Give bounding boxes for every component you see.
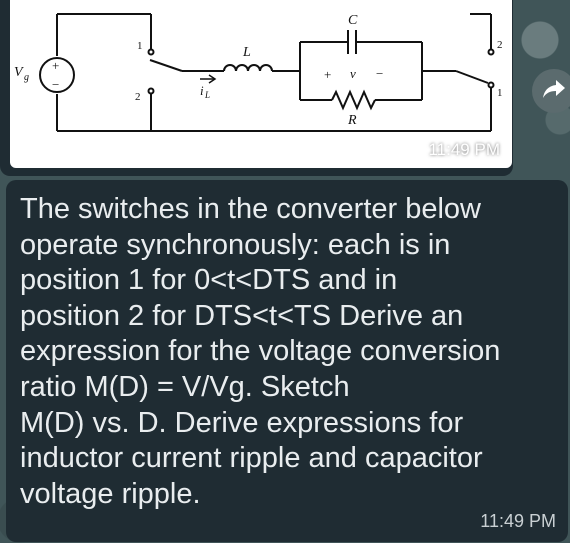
source-minus-label: − [52,77,59,92]
message-timestamp: 11:49 PM [480,511,556,531]
resistor-label: R [347,113,357,128]
forward-arrow-icon [542,78,566,105]
source-label: V [14,65,24,80]
switch2-pos1-label: 1 [497,87,503,99]
voltage-plus-label: + [324,67,331,82]
current-label: i [200,83,204,98]
capacitor-label: C [348,13,358,28]
circuit-image[interactable]: + − V g 1 2 L i L C + v − R 2 1 11:49 PM [10,0,512,168]
voltage-label: v [350,66,356,81]
forward-button[interactable] [532,69,570,113]
image-timestamp: 11:49 PM [428,140,500,159]
switch2-pos2-label: 2 [497,39,503,51]
text-message-bubble[interactable]: The switches in the converter below oper… [6,180,568,542]
current-subscript: L [204,90,210,100]
message-text: The switches in the converter below oper… [20,193,501,510]
switch1-pos2-label: 2 [135,91,141,103]
switch1-pos1-label: 1 [137,40,143,52]
image-message-bubble[interactable]: + − V g 1 2 L i L C + v − R 2 1 11:49 PM [0,0,513,176]
inductor-label: L [242,45,251,60]
source-plus-label: + [52,58,59,73]
circuit-diagram: + − V g 1 2 L i L C + v − R 2 1 [14,13,503,132]
source-subscript: g [24,72,29,83]
voltage-minus-label: − [376,66,383,81]
